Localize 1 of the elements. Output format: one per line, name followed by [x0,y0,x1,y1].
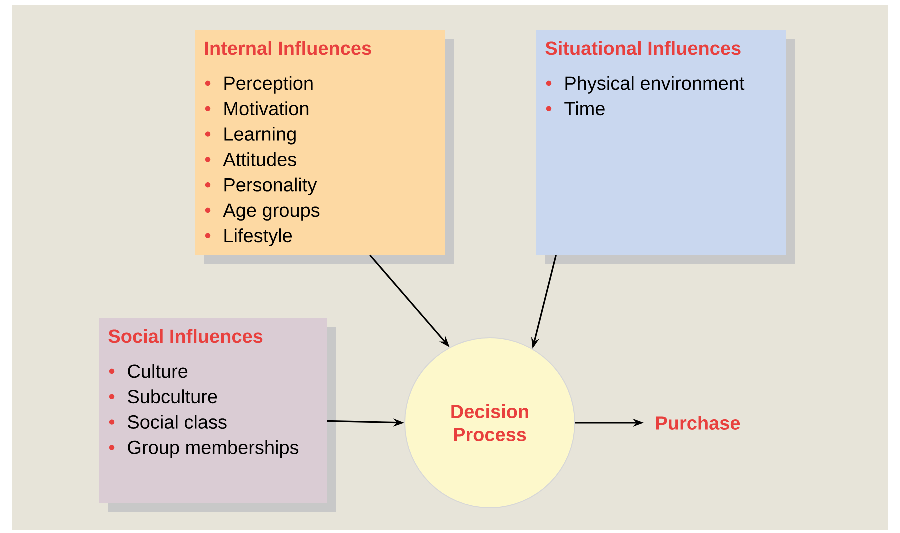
outcome-label: Purchase [656,416,740,430]
